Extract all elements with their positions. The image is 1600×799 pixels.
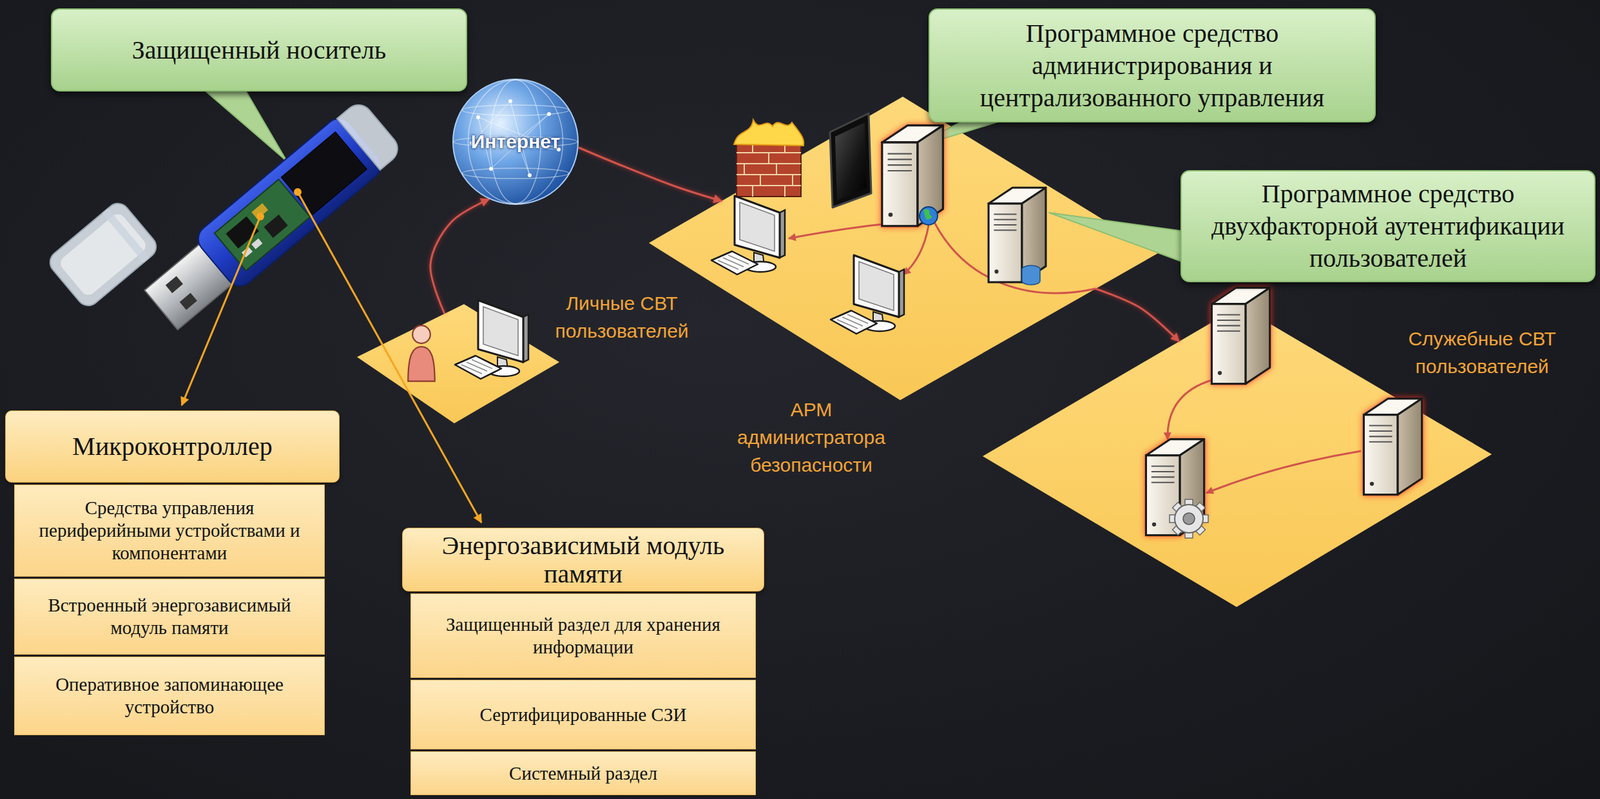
usb-stick-part <box>179 293 198 310</box>
gear-icon-part <box>1183 512 1195 525</box>
office-equipment-part <box>1211 288 1270 385</box>
platform-fill <box>356 304 560 424</box>
leader-lines-part <box>293 188 302 196</box>
module-item-text: Защищенный раздел для хранения информаци… <box>418 613 748 659</box>
module-item: Встроенный энергозависимый модуль памяти <box>14 578 325 655</box>
module-item: Средства управления периферийными устрой… <box>14 484 325 577</box>
module-header: Микроконтроллер <box>5 410 340 483</box>
gear-icon-part <box>1172 502 1206 536</box>
callout-tails-part <box>193 80 287 162</box>
usb-stick-part <box>280 131 367 215</box>
firewall-icon-part <box>733 119 804 146</box>
globe-shape-part-part <box>468 79 564 204</box>
module-item: Защищенный раздел для хранения информаци… <box>410 593 756 678</box>
globe-shape-part <box>453 79 578 204</box>
gear-icon-part <box>1172 502 1206 536</box>
globe-shape-part <box>527 173 532 178</box>
callout-text: Программное средство двухфакторной аутен… <box>1189 177 1587 275</box>
callout-box: Программное средство двухфакторной аутен… <box>1180 170 1596 283</box>
platform-area: Личные СВТ пользователей <box>356 304 560 424</box>
module-item-text: Системный раздел <box>509 762 658 785</box>
globe-shape-part <box>508 99 513 104</box>
module-heading: Микроконтроллер <box>72 432 272 461</box>
globe-shape-part-part <box>462 168 569 179</box>
module-item-text: Встроенный энергозависимый модуль памяти <box>22 594 317 640</box>
admin-workstation-part <box>829 113 872 208</box>
usb-stick-part <box>264 214 289 238</box>
leader-lines-part <box>256 212 265 221</box>
usb-cap-part <box>57 211 149 299</box>
office-equipment-part <box>1145 439 1204 536</box>
platform-label: Личные СВТ пользователей <box>541 289 703 346</box>
module-item-text: Средства управления периферийными устрой… <box>22 496 317 564</box>
callout-box: Защищенный носитель <box>50 8 468 92</box>
globe-label: Интернет <box>471 130 561 153</box>
admin-workstation-part <box>835 122 867 201</box>
globe-shape-part <box>547 112 551 116</box>
platform-fill <box>982 306 1492 608</box>
platform-fill <box>648 96 1158 401</box>
globe-shape-part <box>453 79 579 205</box>
globe-shape-part-part <box>462 105 569 116</box>
admin-workstation-part <box>919 206 938 225</box>
module-header: Энергозависимый модуль памяти <box>402 527 765 592</box>
admin-workstation-part <box>882 125 944 227</box>
usb-cap-part <box>102 208 150 263</box>
usb-stick-part <box>251 238 263 250</box>
admin-workstation-part <box>1021 269 1041 285</box>
platform-label: Служебные СВТ пользователей <box>1401 325 1563 381</box>
platform-area: АРМ администратора безопасности <box>648 96 1158 401</box>
connector-arrow <box>578 147 722 202</box>
leader-lines-part <box>181 216 261 406</box>
globe-shape-part <box>489 166 493 171</box>
usb-cap <box>45 198 161 310</box>
module-item-text: Оперативное запоминающее устройство <box>22 673 317 719</box>
firewall-icon <box>733 119 804 197</box>
module-heading: Энергозависимый модуль памяти <box>410 531 756 589</box>
gear-icon-part <box>1174 504 1204 533</box>
gear-icon <box>1169 499 1209 539</box>
usb-stick-part <box>214 179 310 271</box>
usb-stick <box>138 97 405 338</box>
globe-shape-part <box>476 115 481 120</box>
callout-text: Защищенный носитель <box>132 34 387 67</box>
connector-arrow <box>1095 288 1180 342</box>
usb-cap-part <box>45 198 161 310</box>
module-item: Системный раздел <box>410 751 756 796</box>
office-equipment-part <box>1363 398 1422 495</box>
platform-shape <box>648 96 1158 401</box>
callout-text: Программное средство администрирования и… <box>937 17 1367 115</box>
internet-globe: Интернет <box>452 78 579 205</box>
module-item: Оперативное запоминающее устройство <box>14 656 325 736</box>
usb-stick-part <box>165 275 184 293</box>
platform-label: АРМ администратора безопасности <box>724 396 899 480</box>
platform-shape <box>356 304 560 424</box>
platform-shape <box>982 306 1492 608</box>
platform-area: Служебные СВТ пользователей <box>982 306 1492 608</box>
module-item: Сертифицированные СЗИ <box>410 679 756 750</box>
firewall-icon-part <box>736 141 801 197</box>
personal-equipment-part <box>407 325 435 381</box>
connector-arrow <box>430 199 490 314</box>
firewall-icon-part <box>736 141 801 197</box>
admin-workstation-part <box>988 187 1046 283</box>
module-item-text: Сертифицированные СЗИ <box>480 703 687 727</box>
admin-workstation-part <box>923 208 933 220</box>
callout-box: Программное средство администрирования и… <box>928 8 1376 123</box>
